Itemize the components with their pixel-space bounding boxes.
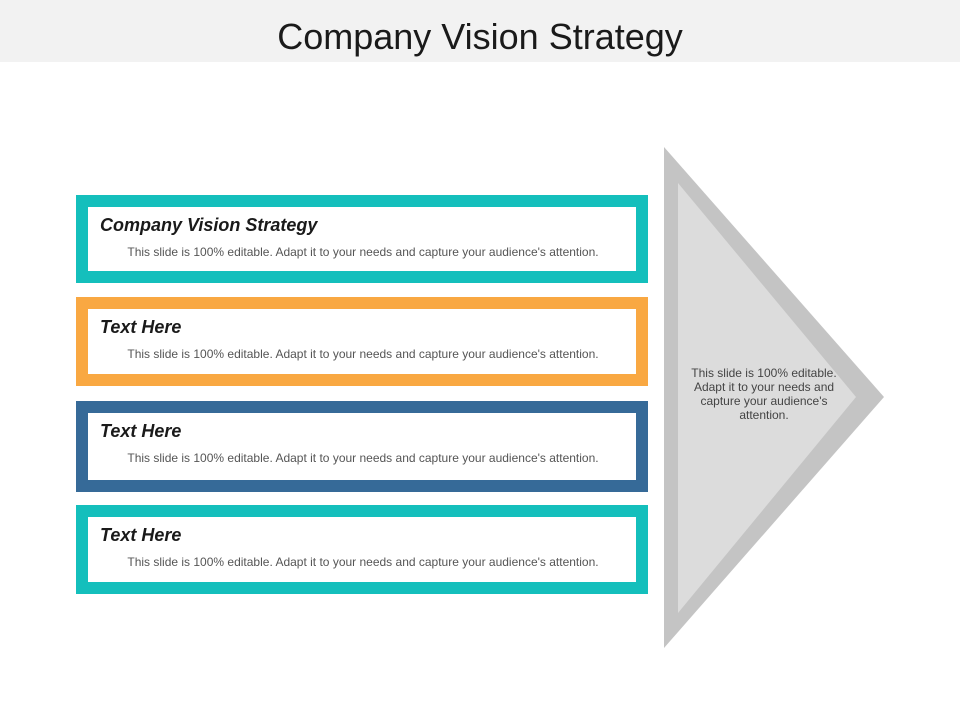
arrow-shape xyxy=(664,147,884,648)
vision-box-2: Text Here This slide is 100% editable. A… xyxy=(76,297,648,386)
vision-box-1: Company Vision Strategy This slide is 10… xyxy=(76,195,648,283)
vision-box-4: Text Here This slide is 100% editable. A… xyxy=(76,505,648,594)
arrow-text: This slide is 100% editable. Adapt it to… xyxy=(691,366,837,422)
box-heading: Text Here xyxy=(100,525,182,545)
box-heading: Text Here xyxy=(100,421,182,441)
title-bar xyxy=(0,0,960,62)
arrow-inner xyxy=(678,183,856,613)
slide-title: Company Vision Strategy xyxy=(277,16,683,57)
box-text: This slide is 100% editable. Adapt it to… xyxy=(127,347,599,361)
box-text: This slide is 100% editable. Adapt it to… xyxy=(127,245,599,259)
box-heading: Text Here xyxy=(100,317,182,337)
vision-box-3: Text Here This slide is 100% editable. A… xyxy=(76,401,648,492)
box-heading: Company Vision Strategy xyxy=(100,215,318,235)
box-text: This slide is 100% editable. Adapt it to… xyxy=(127,555,599,569)
box-text: This slide is 100% editable. Adapt it to… xyxy=(127,451,599,465)
